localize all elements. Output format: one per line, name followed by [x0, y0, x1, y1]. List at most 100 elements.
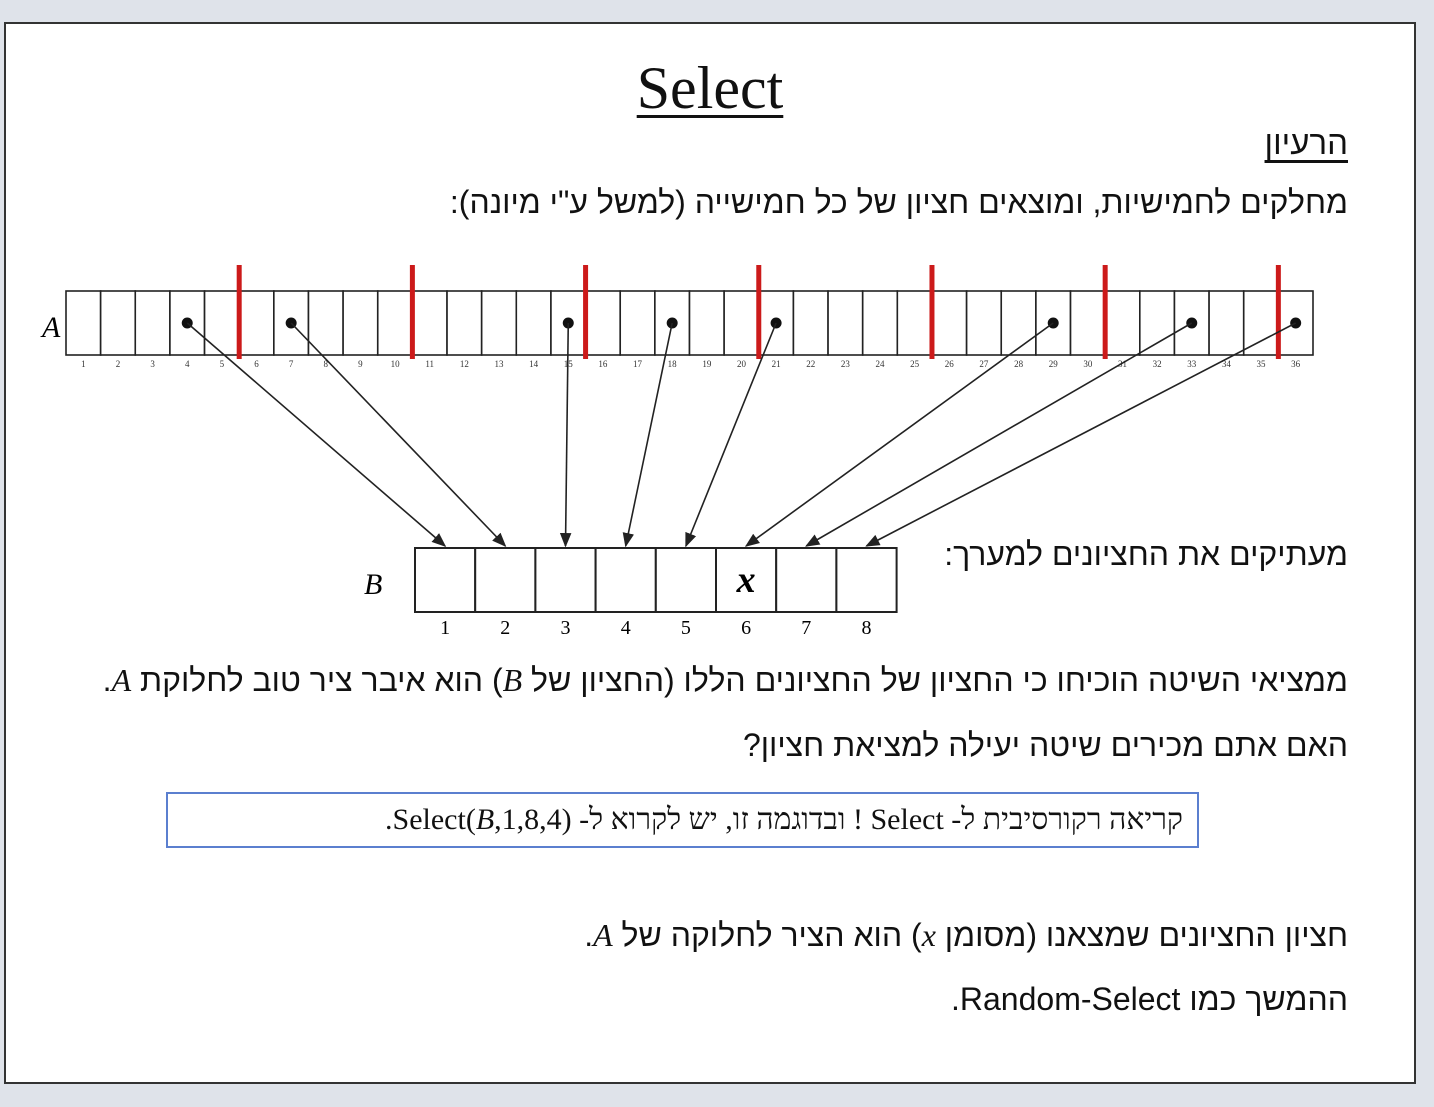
array-a-cell [723, 290, 760, 356]
array-a-index: 18 [668, 359, 678, 369]
slide-title: Select [636, 55, 784, 121]
array-b-cell [474, 547, 537, 613]
array-a-index: 4 [185, 359, 190, 369]
array-a-index: 6 [254, 359, 259, 369]
array-a-index: 36 [1291, 359, 1301, 369]
array-a-index: 13 [494, 359, 504, 369]
array-a-index: 9 [358, 359, 363, 369]
array-a-index: 29 [1049, 359, 1059, 369]
array-a-cell [861, 290, 899, 356]
array-a-cell [238, 290, 275, 356]
median-arrow [865, 322, 1297, 547]
array-b-cell [414, 547, 477, 613]
array-a-cell [376, 290, 414, 356]
median-arrow [744, 322, 1054, 547]
array-a-cell [1104, 290, 1141, 356]
array-a-cell [584, 290, 622, 356]
question-text: האם אתם מכירים שיטה יעילה למציאת חציון? [742, 727, 1348, 763]
array-a-index: 2 [116, 359, 121, 369]
array-a-cell [515, 290, 552, 356]
array-a-index: 1 [81, 359, 86, 369]
continuation-text: ההמשך כמו Random-Select. [951, 981, 1348, 1017]
array-a-index: 10 [391, 359, 401, 369]
median-arrow [186, 322, 447, 547]
median-arrow [290, 322, 507, 548]
var-b: B [502, 662, 523, 698]
array-a-index: 21 [772, 359, 781, 369]
slide: Select הרעיון מחלקים לחמישיות, ומוצאים ח… [4, 22, 1416, 1084]
array-b-index: 4 [621, 617, 631, 634]
array-a-cell [965, 290, 1003, 356]
array-a-cell [896, 290, 933, 356]
array-a-cell [1139, 290, 1176, 356]
copy-medians-label: מעתיקים את החציונים למערך: [944, 536, 1348, 572]
array-b-index: 8 [862, 617, 872, 634]
median-arrow [622, 322, 673, 548]
subheading: הרעיון [1264, 124, 1348, 161]
array-b-cell [715, 547, 778, 613]
array-a-index: 5 [220, 359, 225, 369]
array-a-cell [619, 290, 656, 356]
array-a-index: 22 [806, 359, 815, 369]
array-a-index: 28 [1014, 359, 1024, 369]
array-a-index: 33 [1187, 359, 1197, 369]
array-a-cell [1000, 290, 1037, 356]
array-a-index: 30 [1083, 359, 1093, 369]
callout-box: קריאה רקורסיבית ל- Select ! ובדוגמה זו, … [166, 792, 1199, 848]
array-a-cell [446, 290, 483, 356]
array-a-index: 20 [737, 359, 747, 369]
array-a-cell [342, 290, 379, 356]
array-a-index: 32 [1153, 359, 1162, 369]
array-a-index: 23 [841, 359, 851, 369]
median-arrow [559, 322, 572, 548]
array-b-index: 5 [681, 617, 691, 634]
array-b-index: 1 [440, 617, 450, 634]
array-a-cell [1208, 290, 1245, 356]
median-arrow [685, 322, 777, 548]
array-a-index: 25 [910, 359, 920, 369]
array-b-index: 6 [741, 617, 751, 634]
array-a-index: 26 [945, 359, 955, 369]
intro-text: מחלקים לחמישיות, ומוצאים חציון של כל חמי… [449, 184, 1348, 220]
var-x: x [921, 917, 936, 953]
array-a-index: 3 [150, 359, 155, 369]
array-a-cell [203, 290, 240, 356]
array-b-index: 2 [500, 617, 510, 634]
array-a-index: 11 [425, 359, 434, 369]
median-arrow [805, 322, 1193, 547]
median-marker-x: x [736, 559, 756, 601]
median-of-medians-diagram: A123456789101112131415161718192021222324… [40, 265, 1314, 634]
array-a-index: 12 [460, 359, 469, 369]
array-a-index: 14 [529, 359, 539, 369]
array-a-index: 8 [324, 359, 329, 369]
array-a-cell [134, 290, 171, 356]
var-b: B [475, 803, 495, 836]
array-a-index: 35 [1257, 359, 1267, 369]
array-b-index: 3 [561, 617, 571, 634]
array-b-cell [775, 547, 838, 613]
array-b-cell [654, 547, 717, 613]
array-b-label: B [364, 568, 382, 601]
array-a-cell [688, 290, 725, 356]
median-line: חציון החציונים שמצאנו (מסומן x) הוא הציר… [584, 917, 1348, 953]
array-a-index: 27 [979, 359, 989, 369]
array-a-index: 34 [1222, 359, 1232, 369]
array-a-index: 19 [702, 359, 712, 369]
array-a-index: 17 [633, 359, 643, 369]
array-a-cell [307, 290, 344, 356]
proof-text: ממציאי השיטה הוכיחו כי החציון של החציוני… [102, 662, 1348, 698]
array-a-index: 24 [876, 359, 886, 369]
array-a-cell [1069, 290, 1106, 356]
array-a-cell [480, 290, 518, 356]
array-b-cell [594, 547, 657, 613]
array-a-cell [65, 290, 102, 356]
array-a-cell [1242, 290, 1280, 356]
array-a-cell [411, 290, 448, 356]
array-a-cell [99, 290, 137, 356]
array-a-index: 16 [598, 359, 608, 369]
array-a-index: 7 [289, 359, 294, 369]
array-a-cell [792, 290, 829, 356]
array-b-index: 7 [801, 617, 811, 634]
array-b-cell [835, 547, 898, 613]
array-a-cell [931, 290, 968, 356]
